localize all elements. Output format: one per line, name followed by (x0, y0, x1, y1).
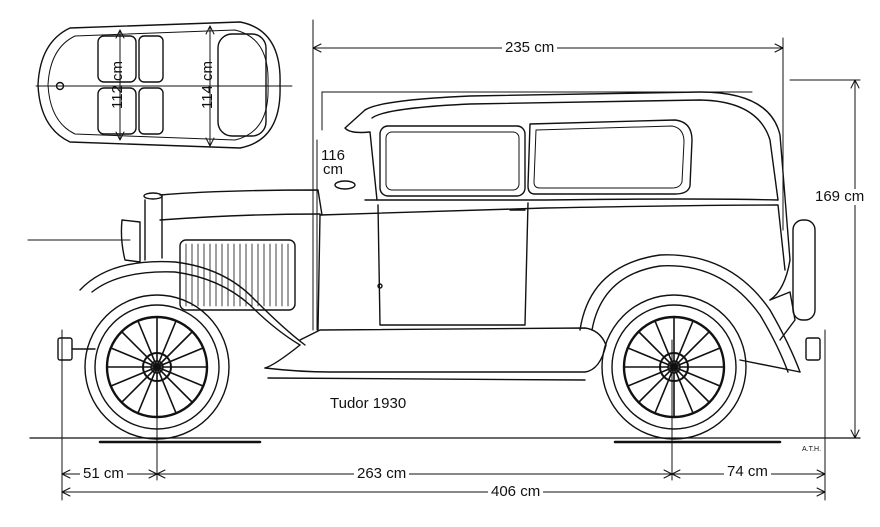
windshield-height-unit: cm (323, 161, 343, 178)
rear-overhang-label: 74 cm (724, 464, 771, 480)
rear-wheel (601, 294, 747, 440)
rear-track-label: 114 cm (199, 60, 217, 110)
dimension-lines (27, 19, 861, 501)
top-view (35, 21, 293, 149)
body-length-label: 235 cm (502, 40, 558, 56)
height-label: 169 cm (812, 189, 868, 205)
artist-signature: A.T.H. (802, 446, 822, 453)
front-overhang-label: 51 cm (80, 466, 127, 482)
front-track-label: 112 cm (109, 60, 127, 110)
car-body (57, 91, 821, 381)
model-caption: Tudor 1930 (330, 395, 407, 412)
overall-length-label: 406 cm (488, 484, 544, 500)
wheelbase-label: 263 cm (354, 466, 410, 482)
front-wheel (84, 294, 230, 440)
windshield-height-value: 116 (321, 147, 345, 164)
